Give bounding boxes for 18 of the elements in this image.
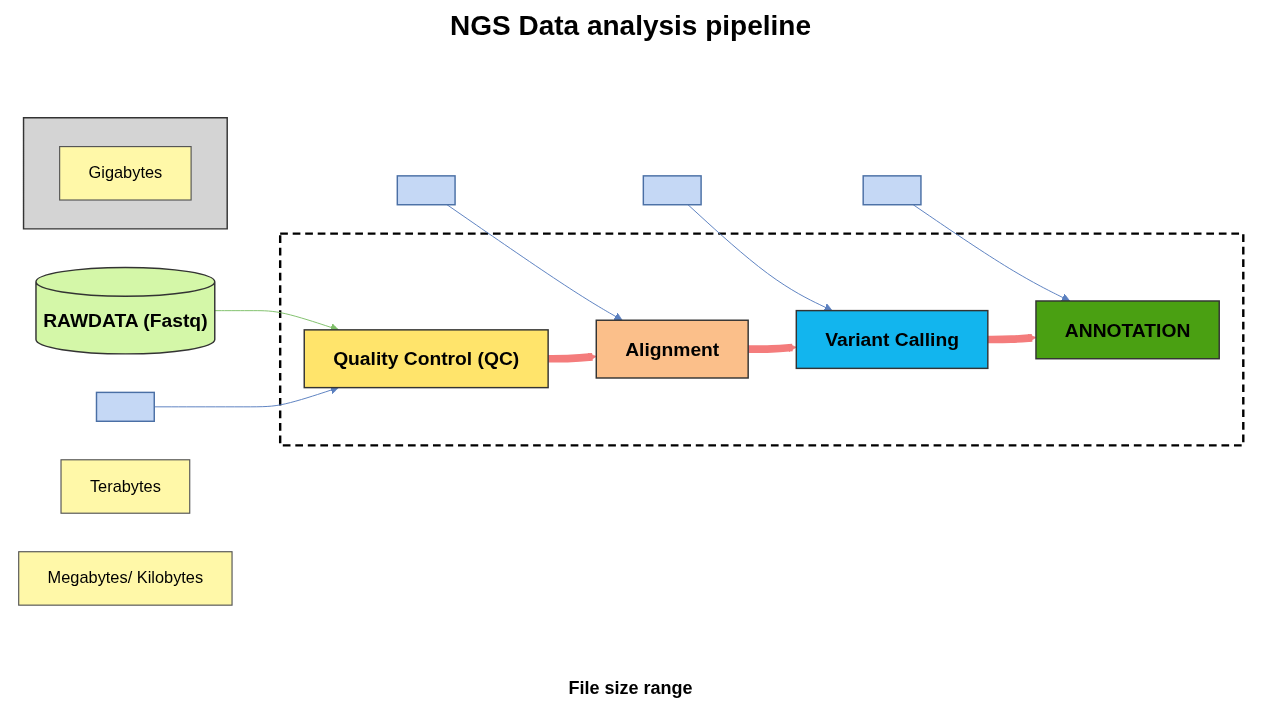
arrow (747, 343, 797, 353)
node-box (95, 391, 155, 422)
cluster (278, 232, 1244, 447)
node-box (396, 174, 456, 206)
node-box: Variant Calling (795, 309, 989, 369)
node-box: Quality Control (QC) (303, 328, 549, 388)
arrow (547, 352, 597, 363)
node-box: Terabytes (59, 458, 190, 514)
cluster (22, 116, 228, 230)
node-box: Gigabytes (58, 145, 192, 201)
diagram-title: NGS Data analysis pipeline (450, 10, 811, 42)
node-box: Megabytes/ Kilobytes (17, 550, 233, 606)
arrow (987, 333, 1036, 343)
node-box (861, 174, 922, 206)
node-box: Alignment (595, 319, 749, 379)
node-box: ANNOTATION (1034, 299, 1220, 360)
axis-label: File size range (568, 678, 693, 698)
node-box (642, 174, 702, 206)
